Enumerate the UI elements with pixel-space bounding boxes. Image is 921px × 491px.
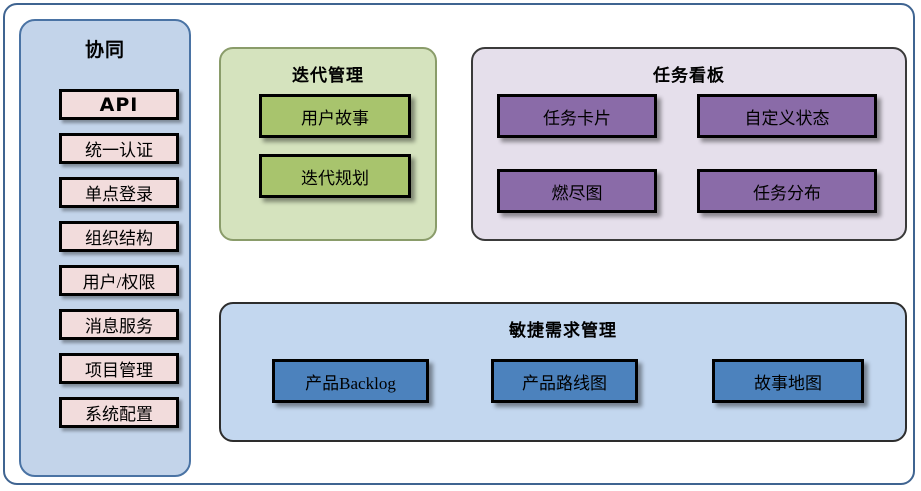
- node-story-map[interactable]: 故事地图: [712, 359, 864, 403]
- sidebar-item-single-sign-on[interactable]: 单点登录: [59, 177, 179, 208]
- group-title-agile-requirement-management: 敏捷需求管理: [509, 321, 617, 341]
- group-panel-agile-requirement-management: 敏捷需求管理 产品Backlog 产品路线图 故事地图: [219, 302, 907, 442]
- group-title-iteration-management: 迭代管理: [292, 66, 364, 86]
- diagram-outer-frame: 协同 API 统一认证 单点登录 组织结构 用户/权限 消息服务 项目管理 系统…: [3, 3, 915, 485]
- sidebar-item-message-service[interactable]: 消息服务: [59, 309, 179, 340]
- node-custom-status[interactable]: 自定义状态: [697, 94, 877, 138]
- group-panel-task-board: 任务看板 任务卡片 自定义状态 燃尽图 任务分布: [471, 47, 907, 241]
- sidebar-item-org-structure[interactable]: 组织结构: [59, 221, 179, 252]
- node-task-distribution[interactable]: 任务分布: [697, 169, 877, 213]
- sidebar-item-user-permission[interactable]: 用户/权限: [59, 265, 179, 296]
- node-product-backlog[interactable]: 产品Backlog: [272, 359, 429, 403]
- sidebar-panel-collaboration: 协同 API 统一认证 单点登录 组织结构 用户/权限 消息服务 项目管理 系统…: [19, 19, 191, 477]
- node-product-roadmap[interactable]: 产品路线图: [491, 359, 638, 403]
- group-title-task-board: 任务看板: [653, 66, 725, 86]
- node-task-card[interactable]: 任务卡片: [497, 94, 657, 138]
- sidebar-item-system-config[interactable]: 系统配置: [59, 397, 179, 428]
- group-panel-iteration-management: 迭代管理 用户故事 迭代规划: [219, 47, 437, 241]
- node-iteration-planning[interactable]: 迭代规划: [259, 154, 411, 198]
- sidebar-item-api[interactable]: API: [59, 89, 179, 120]
- sidebar-title: 协同: [84, 39, 125, 61]
- node-burndown-chart[interactable]: 燃尽图: [497, 169, 657, 213]
- sidebar-item-project-management[interactable]: 项目管理: [59, 353, 179, 384]
- node-user-story[interactable]: 用户故事: [259, 94, 411, 138]
- sidebar-item-unified-auth[interactable]: 统一认证: [59, 133, 179, 164]
